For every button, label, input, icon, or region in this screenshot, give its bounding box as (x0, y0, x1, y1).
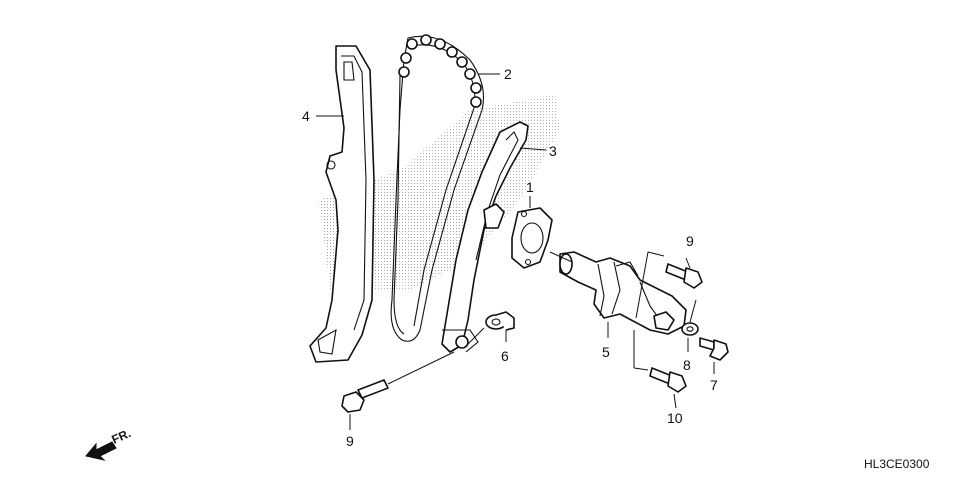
callout-3: 3 (549, 143, 557, 159)
part-2-cam-chain[interactable] (390, 34, 485, 342)
callout-4: 4 (302, 108, 310, 124)
callout-2: 2 (504, 66, 512, 82)
assembly-lines (316, 73, 715, 430)
callout-8: 8 (683, 357, 691, 373)
part-9-pivot-bolt[interactable] (341, 379, 389, 413)
callout-10-upper: 9 (686, 233, 694, 249)
callout-labels: 4 2 3 1 9 6 5 8 7 9 10 (302, 66, 718, 449)
callout-7: 7 (710, 377, 718, 393)
callout-9: 9 (346, 433, 354, 449)
front-label: FR. (110, 426, 133, 447)
part-7-sealing-bolt[interactable] (699, 337, 729, 361)
callout-6: 6 (501, 348, 509, 364)
part-6-collar[interactable] (485, 311, 515, 331)
diagram-code: HL3CE0300 (864, 457, 930, 471)
callout-1: 1 (526, 179, 534, 195)
part-10-flange-bolt-lower[interactable] (649, 367, 687, 393)
chain-links (398, 34, 482, 108)
callout-10-lower: 10 (667, 410, 683, 426)
part-4-cam-chain-guide[interactable] (309, 45, 375, 363)
front-direction-marker: FR. (85, 426, 133, 461)
part-5-tensioner-lifter[interactable] (559, 251, 687, 335)
part-10-flange-bolt-upper[interactable] (665, 263, 703, 289)
front-arrow-icon (85, 441, 117, 461)
part-8-washer[interactable] (681, 322, 699, 336)
part-1-gasket[interactable] (511, 207, 553, 269)
callout-5: 5 (602, 344, 610, 360)
part-3-tensioner-slipper[interactable] (441, 121, 529, 353)
